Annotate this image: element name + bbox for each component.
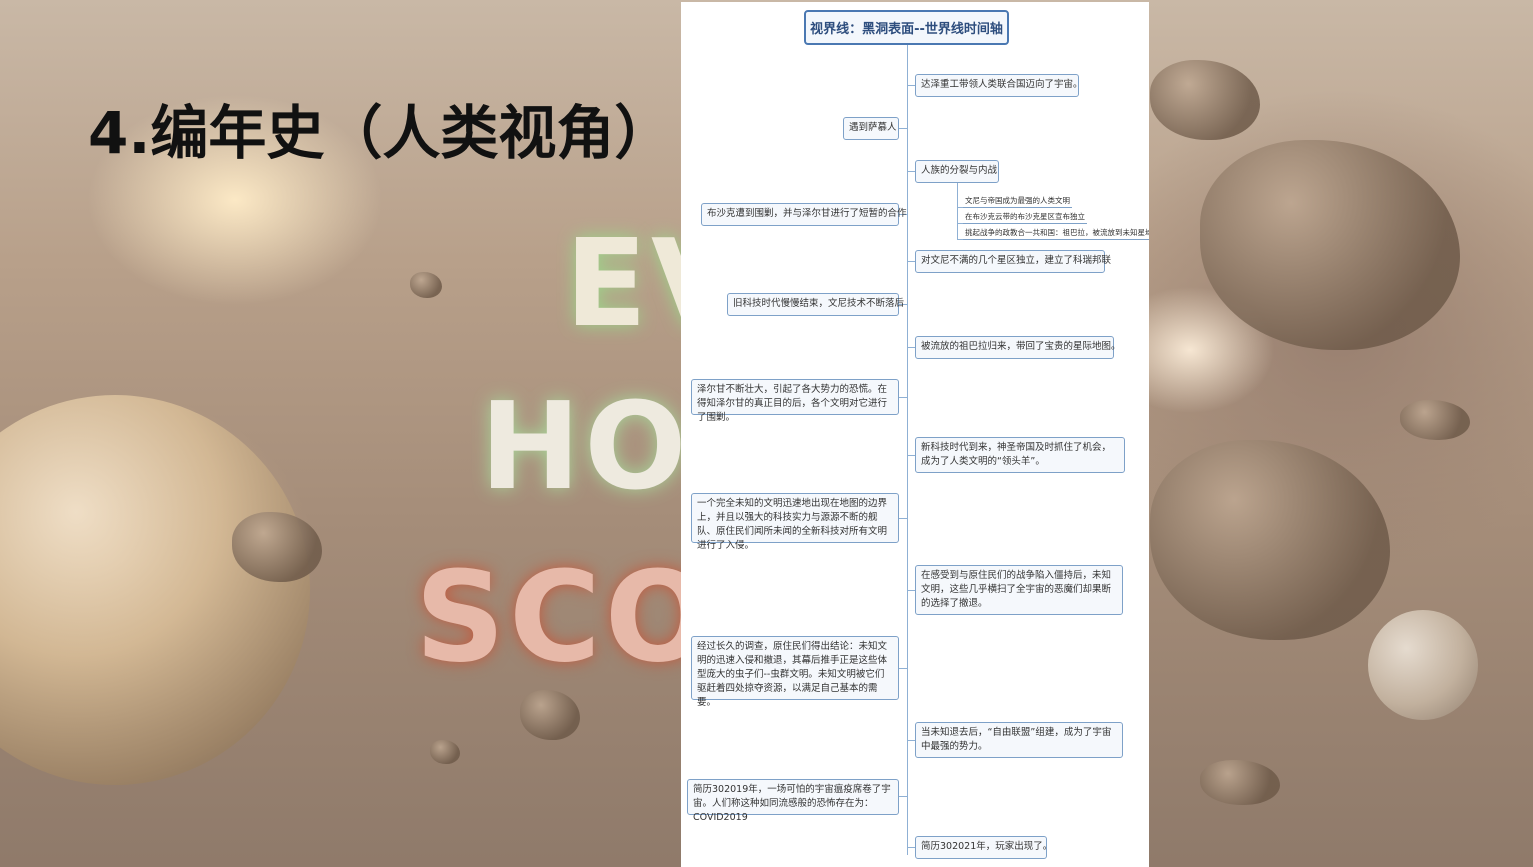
asteroid (1200, 760, 1280, 805)
connector (899, 304, 907, 305)
connector (907, 847, 915, 848)
timeline-node[interactable]: 对文尼不满的几个星区独立，建立了科瑞邦联 (915, 250, 1111, 273)
mindmap-root[interactable]: 视界线：黑洞表面--世界线时间轴 (804, 10, 1009, 45)
asteroid (430, 740, 460, 764)
logo-text-line-3: SCO (415, 545, 716, 690)
connector (907, 590, 915, 591)
asteroid (1400, 400, 1470, 440)
connector (899, 796, 907, 797)
timeline-node[interactable]: 经过长久的调查，原住民们得出结论：未知文明的迅速入侵和撤退，其幕后推手正是这些体… (691, 636, 899, 708)
asteroid (410, 272, 442, 298)
connector (899, 518, 907, 519)
planet-right (1368, 610, 1478, 720)
connector (907, 85, 915, 86)
connector (957, 223, 963, 224)
timeline-node[interactable]: 新科技时代到来，神圣帝国及时抓住了机会，成为了人类文明的“领头羊”。 (915, 437, 1125, 473)
timeline-node[interactable]: 被流放的祖巴拉归来，带回了宝贵的星际地图。 (915, 336, 1121, 359)
connector (899, 397, 907, 398)
timeline-node[interactable]: 达泽重工带领人类联合国迈向了宇宙。 (915, 74, 1083, 97)
connector (899, 214, 907, 215)
timeline-node[interactable]: 泽尔甘不断壮大，引起了各大势力的恐慌。在得知泽尔甘的真正目的后，各个文明对它进行… (691, 379, 899, 423)
timeline-node[interactable]: 简历302019年，一场可怕的宇宙瘟疫席卷了宇宙。人们称这种如同流感般的恐怖存在… (687, 779, 899, 823)
timeline-node[interactable]: 旧科技时代慢慢结束，文尼技术不断落后 (727, 293, 904, 316)
connector (907, 171, 915, 172)
connector (957, 239, 963, 240)
connector (957, 207, 963, 208)
connector (957, 183, 958, 239)
connector (907, 261, 915, 262)
asteroid (1150, 440, 1390, 640)
mindmap-panel: 视界线：黑洞表面--世界线时间轴 达泽重工带领人类联合国迈向了宇宙。 遇到萨慕人… (681, 2, 1149, 867)
logo-text-line-2: HO (480, 378, 691, 517)
connector (899, 668, 907, 669)
timeline-subnode[interactable]: 挑起战争的政教合一共和国：祖巴拉，被流放到未知星域 (963, 227, 1149, 240)
timeline-node[interactable]: 一个完全未知的文明迅速地出现在地图的边界上，并且以强大的科技实力与源源不断的舰队… (691, 493, 899, 551)
connector (907, 740, 915, 741)
connector (899, 128, 907, 129)
asteroid (232, 512, 322, 582)
timeline-node[interactable]: 简历302021年，玩家出现了。 (915, 836, 1052, 859)
asteroid (1200, 140, 1460, 350)
timeline-node[interactable]: 当未知退去后，“自由联盟”组建，成为了宇宙中最强的势力。 (915, 722, 1123, 758)
timeline-node[interactable]: 布沙克遭到围剿，并与泽尔甘进行了短暂的合作 (701, 203, 907, 226)
planet-left (0, 395, 310, 785)
timeline-node[interactable]: 遇到萨慕人 (843, 117, 899, 140)
timeline-subnode[interactable]: 在布沙克云带的布沙克星区宣布独立 (963, 211, 1087, 224)
connector (907, 347, 915, 348)
slide-title: 4.编年史（人类视角） (88, 99, 673, 167)
timeline-subnode[interactable]: 文尼与帝国成为最强的人类文明 (963, 195, 1072, 208)
connector (907, 455, 915, 456)
timeline-spine (907, 45, 908, 855)
asteroid (1150, 60, 1260, 140)
timeline-node[interactable]: 在感受到与原住民们的战争陷入僵持后，未知文明，这些几乎横扫了全宇宙的恶魔们却果断… (915, 565, 1123, 615)
timeline-node[interactable]: 人族的分裂与内战 (915, 160, 999, 183)
asteroid (520, 690, 580, 740)
